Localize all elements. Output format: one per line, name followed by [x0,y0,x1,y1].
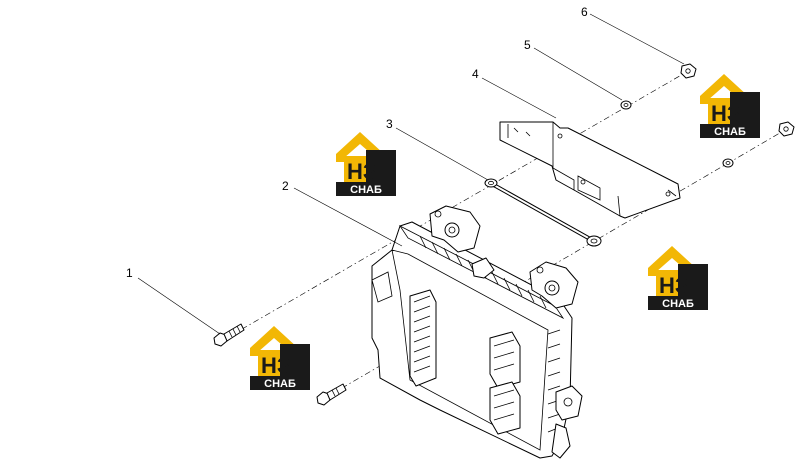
mounting-bracket [499,121,681,219]
logo-sub-text: СНАБ [714,126,746,138]
control-unit [371,205,583,459]
logo-mark-text: НЗ [659,273,689,298]
logo-mark-text: НЗ [261,353,291,378]
logo-mark-text: НЗ [711,101,741,126]
callout-2: 2 [282,179,289,193]
logo-sub-text: СНАБ [662,298,694,310]
watermark-logo: НЗ СНАБ [700,74,760,138]
leader-lines [137,13,685,335]
washers [620,100,734,168]
logo-mark-text: НЗ [347,159,377,184]
nuts [680,63,795,137]
logo-sub-text: СНАБ [264,378,296,390]
logo-sub-text: СНАБ [350,184,382,196]
watermark-logo: НЗ СНАБ [336,132,396,196]
bolts [213,323,347,406]
callout-1: 1 [126,266,133,280]
callout-3: 3 [386,117,393,131]
callout-5: 5 [524,38,531,52]
watermark-logo: НЗ СНАБ [250,326,310,390]
support-rod [484,178,602,247]
callout-labels: 1 2 3 4 5 6 [126,5,588,280]
watermark-logo: НЗ СНАБ [648,246,708,310]
callout-4: 4 [472,67,479,81]
callout-6: 6 [581,5,588,19]
centerlines [229,69,786,396]
